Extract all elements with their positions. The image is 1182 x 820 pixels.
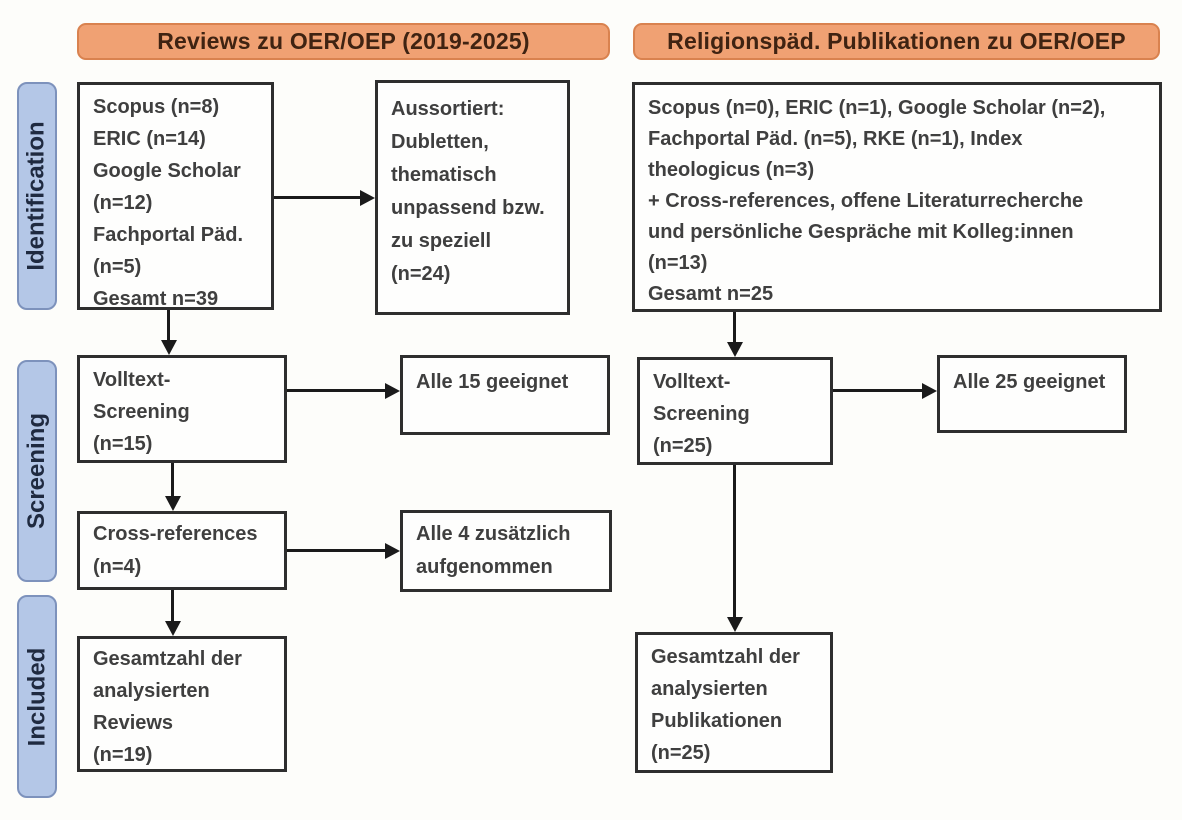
stage-label-identification-text: Identification <box>23 121 50 271</box>
box-right-sources: Scopus (n=0), ERIC (n=1), Google Scholar… <box>632 82 1162 312</box>
arrow-line <box>274 196 364 199</box>
arrow-line <box>167 310 170 343</box>
box-left-screening-result: Alle 15 geeignet <box>400 355 610 435</box>
stage-label-screening: Screening <box>17 360 57 582</box>
column-header-religionspaed: Religionspäd. Publikationen zu OER/OEP <box>633 23 1160 60</box>
stage-label-screening-text: Screening <box>23 412 51 530</box>
stage-label-identification: Identification <box>17 82 57 310</box>
arrow-head <box>385 382 400 399</box>
arrow-line <box>171 590 174 623</box>
box-right-fulltext-screening: Volltext- Screening (n=25) <box>637 357 833 465</box>
box-left-crossreferences: Cross-references (n=4) <box>77 511 287 590</box>
column-header-reviews: Reviews zu OER/OEP (2019-2025) <box>77 23 610 60</box>
box-left-crossref-result: Alle 4 zusätzlich aufgenommen <box>400 510 612 592</box>
box-right-included-total: Gesamtzahl der analysierten Publikatione… <box>635 632 833 773</box>
arrow-line <box>733 312 736 344</box>
box-left-excluded: Aussortiert: Dubletten, thematisch unpas… <box>375 80 570 315</box>
arrow-head <box>360 189 375 206</box>
arrow-line <box>287 549 387 552</box>
stage-label-included-text: Included <box>23 647 51 746</box>
box-right-screening-result: Alle 25 geeignet <box>937 355 1127 433</box>
stage-label-included: Included <box>17 595 57 798</box>
box-left-sources: Scopus (n=8) ERIC (n=14) Google Scholar … <box>77 82 274 310</box>
arrow-line <box>833 389 924 392</box>
arrow-head <box>385 542 400 559</box>
arrow-line <box>171 463 174 498</box>
arrow-head <box>164 496 181 511</box>
arrow-head <box>922 382 937 399</box>
box-left-fulltext-screening: Volltext- Screening (n=15) <box>77 355 287 463</box>
arrow-line <box>287 389 387 392</box>
arrow-head <box>726 617 743 632</box>
arrow-line <box>733 465 736 620</box>
box-left-included-total: Gesamtzahl der analysierten Reviews (n=1… <box>77 636 287 772</box>
arrow-head <box>726 342 743 357</box>
arrow-head <box>164 621 181 636</box>
arrow-head <box>160 340 177 355</box>
